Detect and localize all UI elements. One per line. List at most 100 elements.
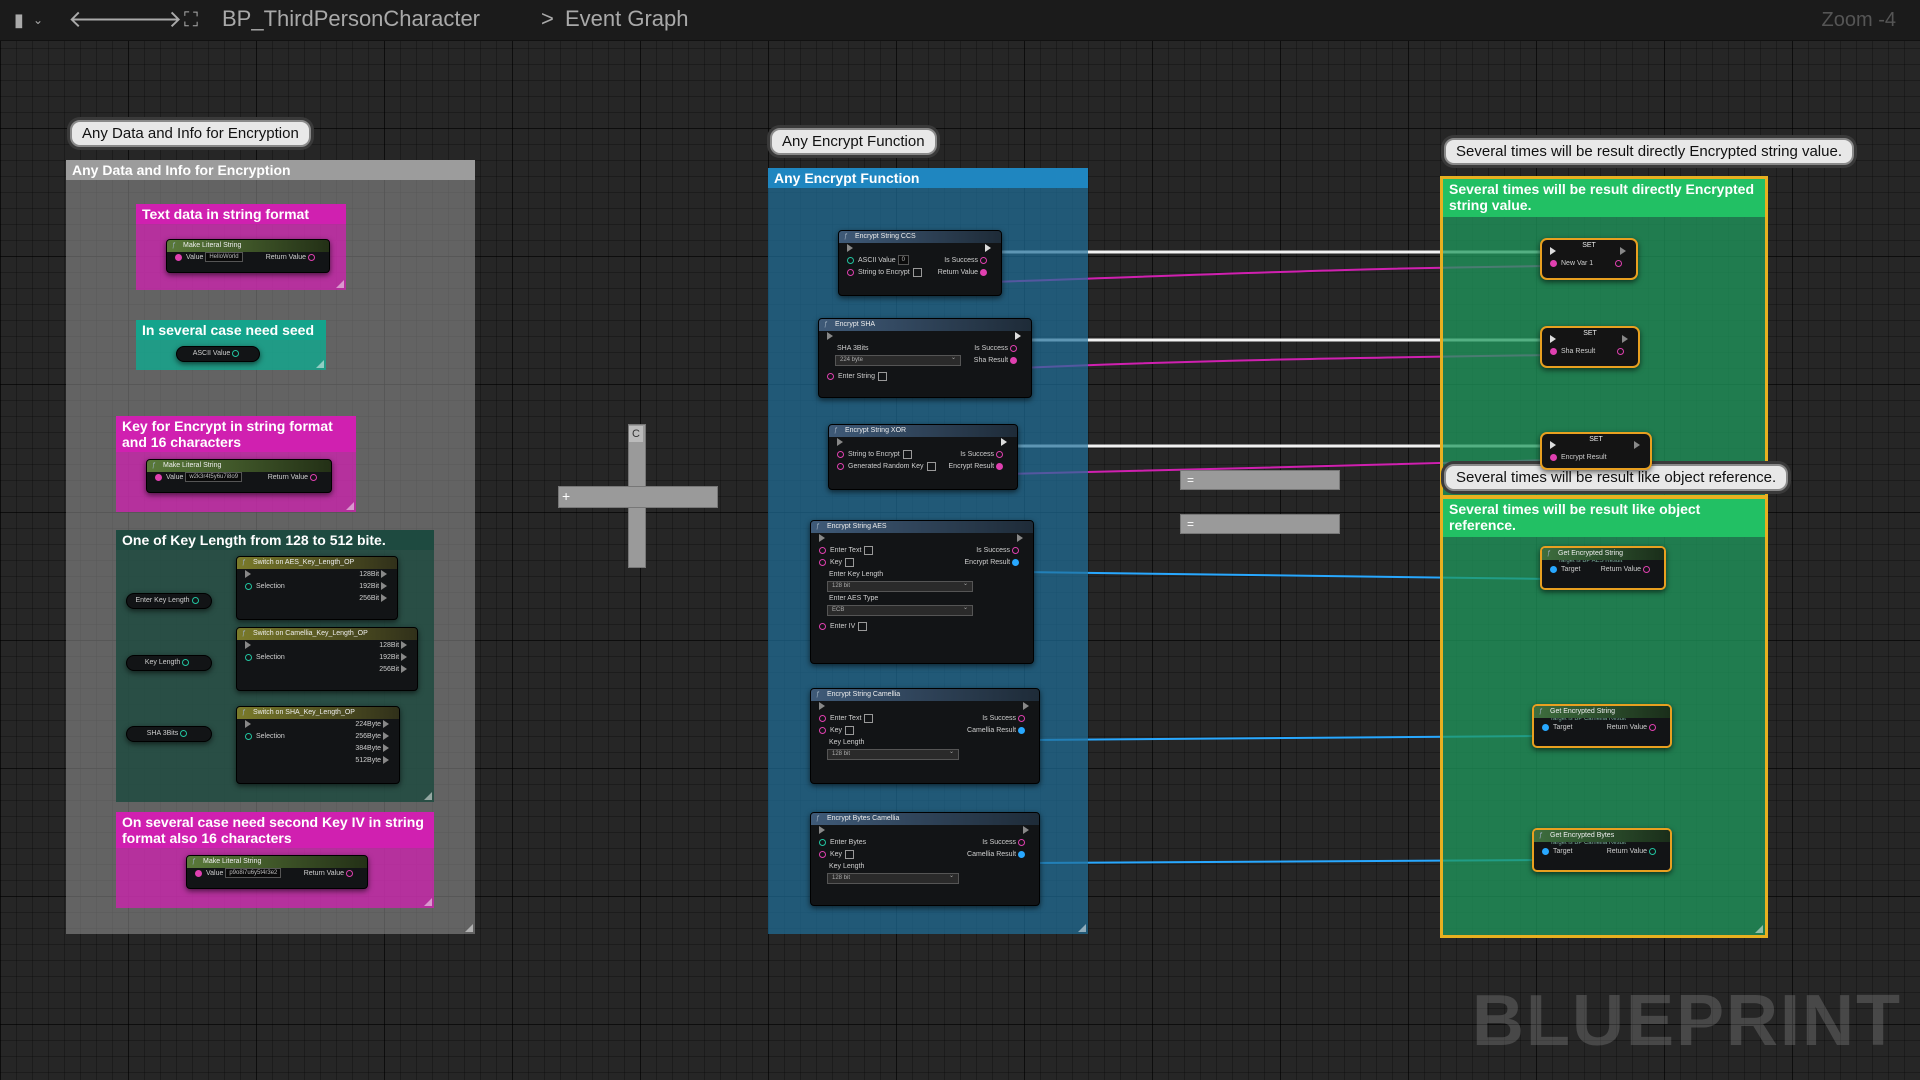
pin-icon[interactable] <box>1018 714 1025 722</box>
node-encrypt-string-ccs[interactable]: Encrypt String CCS ASCII Value 0Is Succe… <box>838 230 1002 296</box>
exec-pin-icon[interactable] <box>1015 332 1021 341</box>
comment-bubble-result-direct[interactable]: Several times will be result directly En… <box>1444 138 1854 165</box>
exec-pin-icon[interactable] <box>847 244 853 253</box>
node-set-sha-result[interactable]: SET Sha Result <box>1540 326 1640 368</box>
exec-pin-icon[interactable] <box>245 720 251 729</box>
node-ascii-value[interactable]: ASCII Value <box>176 346 260 362</box>
exec-pin-icon[interactable] <box>819 826 825 835</box>
pin-icon[interactable] <box>996 462 1003 470</box>
pin-icon[interactable] <box>310 473 317 481</box>
pin-icon[interactable] <box>1542 847 1549 855</box>
pin-icon[interactable] <box>191 596 199 604</box>
pin-icon[interactable] <box>837 462 844 470</box>
pin-icon[interactable] <box>182 658 190 666</box>
checkbox[interactable] <box>845 557 855 567</box>
resize-handle[interactable] <box>424 898 432 906</box>
exec-pin-icon[interactable] <box>245 570 251 579</box>
pin-icon[interactable] <box>1010 356 1017 364</box>
reroute-bar-horizontal[interactable] <box>558 486 718 508</box>
key-length-dropdown[interactable]: 128 bit <box>827 580 973 592</box>
pin-icon[interactable] <box>245 582 252 590</box>
node-get-encrypted-string-aes[interactable]: Get Encrypted String Target is BP AES Re… <box>1540 546 1666 590</box>
pin-icon[interactable] <box>819 714 826 722</box>
pin-icon[interactable] <box>1012 546 1019 554</box>
sha-bits-dropdown[interactable]: 224 byte <box>835 354 961 366</box>
resize-handle[interactable] <box>424 792 432 800</box>
resize-handle[interactable] <box>1078 924 1086 932</box>
bookmark-icon[interactable]: ▮ <box>14 10 24 30</box>
pin-icon[interactable] <box>1550 565 1557 573</box>
resize-handle[interactable] <box>336 280 344 288</box>
pin-icon[interactable] <box>195 869 202 877</box>
pin-icon[interactable] <box>847 268 854 276</box>
checkbox[interactable] <box>845 849 855 859</box>
breadcrumb-blueprint[interactable]: BP_ThirdPersonCharacter <box>222 6 481 31</box>
pin-icon[interactable] <box>1643 565 1650 573</box>
back-button[interactable]: 🡐 <box>68 0 132 40</box>
checkbox[interactable] <box>845 725 855 735</box>
exec-pin-icon[interactable] <box>819 702 825 711</box>
breadcrumb-event-graph[interactable]: Event Graph <box>565 6 689 31</box>
exec-pin-icon[interactable] <box>383 756 389 765</box>
pin-icon[interactable] <box>819 850 826 858</box>
pin-icon[interactable] <box>175 253 182 261</box>
comment-bubble-data[interactable]: Any Data and Info for Encryption <box>70 120 311 147</box>
node-set-new-var-1[interactable]: SET New Var 1 <box>1540 238 1638 280</box>
exec-pin-icon[interactable] <box>827 332 833 341</box>
pin-icon[interactable] <box>827 372 834 380</box>
pin-icon[interactable] <box>1649 723 1656 731</box>
exec-pin-icon[interactable] <box>1550 247 1556 256</box>
pin-icon[interactable] <box>980 268 987 276</box>
pin-icon[interactable] <box>245 732 252 740</box>
node-make-literal-string-2[interactable]: Make Literal String Value w2k3r4t5y6u7i8… <box>146 459 332 493</box>
exec-pin-icon[interactable] <box>401 665 407 674</box>
pin-icon[interactable] <box>1018 726 1025 734</box>
pin-icon[interactable] <box>1018 838 1025 846</box>
camellia-key-length-dropdown[interactable]: 128 bit <box>827 748 959 760</box>
checkbox[interactable] <box>926 461 936 471</box>
node-make-literal-string-1[interactable]: Make Literal String Value HelloWorldRetu… <box>166 239 330 273</box>
exec-pin-icon[interactable] <box>1550 335 1556 344</box>
checkbox[interactable] <box>864 713 874 723</box>
pin-icon[interactable] <box>1542 723 1549 731</box>
resize-handle[interactable] <box>316 360 324 368</box>
exec-pin-icon[interactable] <box>401 641 407 650</box>
checkbox[interactable] <box>912 267 922 277</box>
pin-icon[interactable] <box>847 256 854 264</box>
exec-pin-icon[interactable] <box>1622 335 1628 344</box>
pin-icon[interactable] <box>245 653 252 661</box>
value-field[interactable]: w2k3r4t5y6u7i8o9 <box>185 472 243 483</box>
exec-pin-icon[interactable] <box>1023 702 1029 711</box>
pin-icon[interactable] <box>819 726 826 734</box>
comment-box-seed[interactable]: In several case need seed <box>136 320 326 370</box>
exec-pin-icon[interactable] <box>383 720 389 729</box>
reroute-bar-1[interactable]: = <box>1180 470 1340 490</box>
pin-icon[interactable] <box>180 729 188 737</box>
pin-icon[interactable] <box>1010 344 1017 352</box>
value-field[interactable]: p9o8i7u6y5t4r3e2 <box>225 868 282 879</box>
node-set-encrypt-result[interactable]: SET Encrypt Result <box>1540 432 1652 470</box>
reroute-bar-2[interactable]: = <box>1180 514 1340 534</box>
pin-icon[interactable] <box>1617 347 1624 355</box>
pin-icon[interactable] <box>1550 259 1557 267</box>
pin-icon[interactable] <box>1018 850 1025 858</box>
exec-pin-icon[interactable] <box>1634 441 1640 450</box>
pin-icon[interactable] <box>155 473 162 481</box>
pin-icon[interactable] <box>346 869 353 877</box>
chevron-down-icon[interactable]: ⌄ <box>32 13 44 27</box>
resize-handle[interactable] <box>346 502 354 510</box>
node-switch-aes-key-length[interactable]: Switch on AES_Key_Length_OP 128Bit Selec… <box>236 556 398 620</box>
node-switch-sha-key-length[interactable]: Switch on SHA_Key_Length_OP 224Byte Sele… <box>236 706 400 784</box>
node-switch-camellia-key-length[interactable]: Switch on Camellia_Key_Length_OP 128Bit … <box>236 627 418 691</box>
node-var-sha-3bits[interactable]: SHA 3Bits <box>126 726 212 742</box>
pin-icon[interactable] <box>308 253 315 261</box>
node-var-key-length[interactable]: Key Length <box>126 655 212 671</box>
comment-bubble-encrypt[interactable]: Any Encrypt Function <box>770 128 937 155</box>
pin-icon[interactable] <box>819 838 826 846</box>
pin-icon[interactable] <box>819 546 826 554</box>
